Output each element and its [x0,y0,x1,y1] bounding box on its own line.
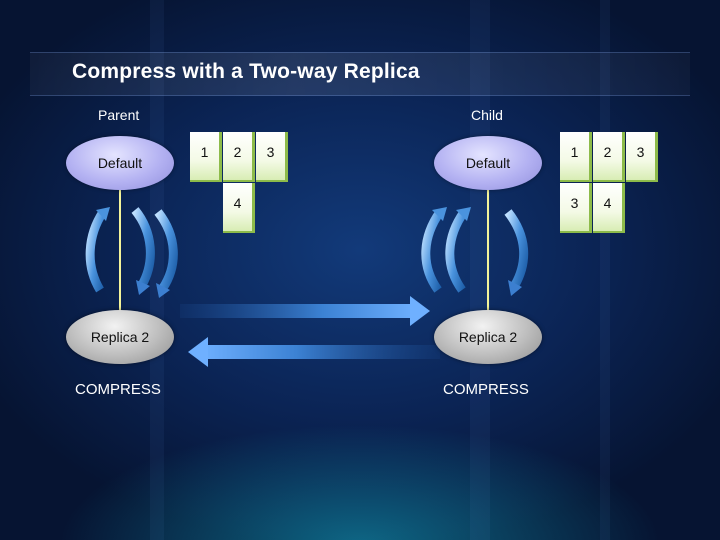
parent-cell: 2 [223,132,255,182]
parent-connector-line [119,186,121,314]
child-heading: Child [471,107,503,123]
sync-arrow-right-icon [180,296,430,326]
slide-title: Compress with a Two-way Replica [72,60,420,83]
parent-arc-up-icon [85,207,110,293]
child-compress-label: COMPRESS [443,381,529,398]
child-arc-up-icon [421,207,447,293]
parent-arc-down-icon [154,209,178,298]
child-cell: 1 [560,132,592,182]
parent-default-node: Default [66,136,174,190]
child-cell: 4 [593,183,625,233]
parent-arc-down-icon [131,207,155,295]
background-streak [470,0,490,540]
parent-cell: 1 [190,132,222,182]
sync-arrow-left-icon [188,337,440,367]
parent-heading: Parent [98,107,140,123]
parent-cell: 4 [223,183,255,233]
child-arc-down-icon [504,209,529,296]
child-default-node: Default [434,136,542,190]
child-connector-line [487,186,489,314]
parent-replica-node: Replica 2 [66,310,174,364]
parent-cell: 3 [256,132,288,182]
child-replica-node: Replica 2 [434,310,542,364]
child-cell: 2 [593,132,625,182]
title-bar [30,52,690,96]
parent-compress-label: COMPRESS [75,381,161,398]
background-streak [150,0,164,540]
background-streak [600,0,610,540]
child-arc-up-icon [445,207,471,293]
child-cell: 3 [626,132,658,182]
child-cell: 3 [560,183,592,233]
